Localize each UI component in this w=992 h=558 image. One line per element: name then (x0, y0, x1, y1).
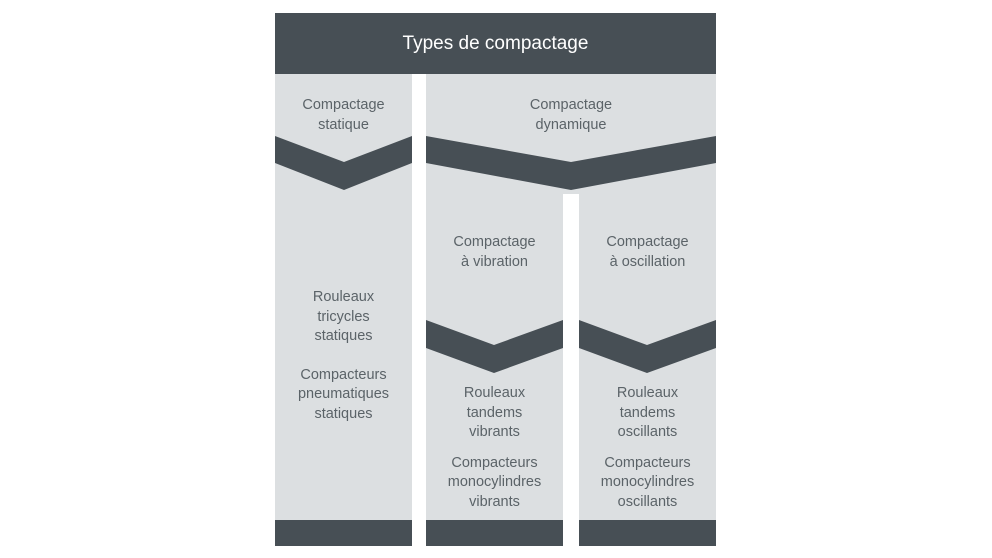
static-heading: Compactage statique (275, 96, 412, 135)
item-line: tandems (466, 404, 523, 421)
item-line: Compacteurs (300, 366, 387, 383)
dynamic-heading: Compactage dynamique (426, 96, 716, 135)
heading-line: à vibration (461, 253, 528, 270)
heading-line: statique (318, 116, 369, 133)
item-line: Compacteurs (451, 454, 538, 471)
header-bar (275, 13, 716, 74)
item-line: Rouleaux (463, 385, 526, 401)
item-line: Compacteurs (604, 454, 691, 471)
oscillation-heading: Compactage à oscillation (579, 233, 716, 272)
heading-line: Compactage (606, 234, 689, 250)
vibration-heading: Compactage à vibration (426, 233, 563, 272)
item-line: oscillants (617, 493, 678, 510)
oscillation-chevron (579, 320, 716, 373)
heading-line: à oscillation (609, 253, 686, 270)
dynamic-chevron (426, 136, 716, 190)
heading-line: Compactage (529, 97, 613, 113)
item-line: pneumatiques (297, 386, 390, 402)
item-line: monocylindres (600, 474, 695, 490)
diagram-title: Types de compactage (402, 33, 589, 54)
vibration-items: Rouleaux tandems vibrants Compacteurs mo… (426, 384, 563, 512)
heading-line: Compactage (453, 234, 536, 250)
vibration-footer-bar (426, 520, 563, 546)
item-line: tandems (619, 404, 676, 421)
static-footer-bar (275, 520, 412, 546)
item-line: statiques (314, 405, 373, 422)
item-line: oscillants (617, 424, 678, 440)
heading-line: Compactage (302, 97, 385, 113)
item-line: vibrants (469, 493, 520, 510)
oscillation-footer-bar (579, 520, 716, 546)
item-line: Rouleaux (312, 289, 375, 305)
item-line: Rouleaux (616, 385, 679, 401)
vibration-chevron (426, 320, 563, 373)
static-items: Rouleaux tricycles statiques Compacteurs… (275, 288, 412, 424)
oscillation-items: Rouleaux tandems oscillants Compacteurs … (579, 384, 716, 512)
static-chevron (275, 136, 412, 190)
item-line: tricycles (317, 308, 370, 325)
item-line: vibrants (469, 424, 520, 440)
item-line: monocylindres (447, 474, 542, 490)
heading-line: dynamique (535, 116, 607, 133)
item-line: statiques (314, 328, 373, 344)
